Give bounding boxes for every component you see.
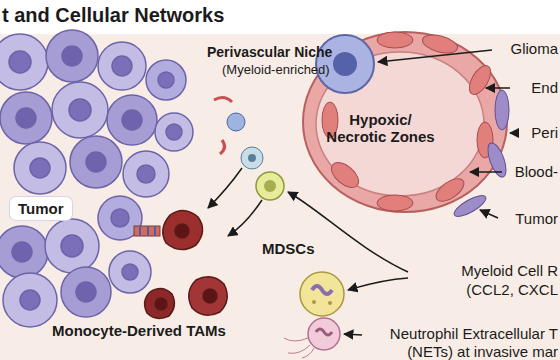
diagram-title: t and Cellular Networks <box>2 4 224 27</box>
hypoxic-zone: Hypoxic/ Necrotic Zones <box>316 109 445 148</box>
tumor-label-box: Tumor <box>10 197 72 220</box>
niche-sublabel: (Myeloid-enriched) <box>222 63 330 78</box>
niche-label: Perivascular Niche <box>207 44 332 60</box>
tumor-cells <box>0 30 193 327</box>
title-band <box>0 0 560 34</box>
blood-vessel <box>303 32 510 221</box>
structure-label: Tumor <box>515 210 558 227</box>
tam-cells <box>145 210 228 318</box>
neutrophil-cell <box>284 318 340 358</box>
node-text: Hypoxic/ Necrotic Zones <box>318 111 443 146</box>
mdsc-cell <box>300 272 344 316</box>
node-text: Tumor <box>18 200 64 217</box>
recruitment-label: Myeloid Cell R <box>461 262 558 279</box>
net-label: Neutrophil Extracellular T <box>390 325 558 342</box>
cell-contact <box>134 226 160 236</box>
myeloid-cells <box>214 97 284 200</box>
cell-label: End <box>531 79 558 96</box>
mdsc-label: MDSCs <box>262 240 315 257</box>
recruitment-sublabel: (CCL2, CXCL <box>466 281 558 298</box>
cell-label: Glioma <box>510 40 558 57</box>
structure-label: Blood- <box>515 163 558 180</box>
tam-label: Monocyte-Derived TAMs <box>52 322 226 339</box>
net-sublabel: (NETs) at invasive mar <box>407 343 558 360</box>
cell-label: Peri <box>531 124 558 141</box>
